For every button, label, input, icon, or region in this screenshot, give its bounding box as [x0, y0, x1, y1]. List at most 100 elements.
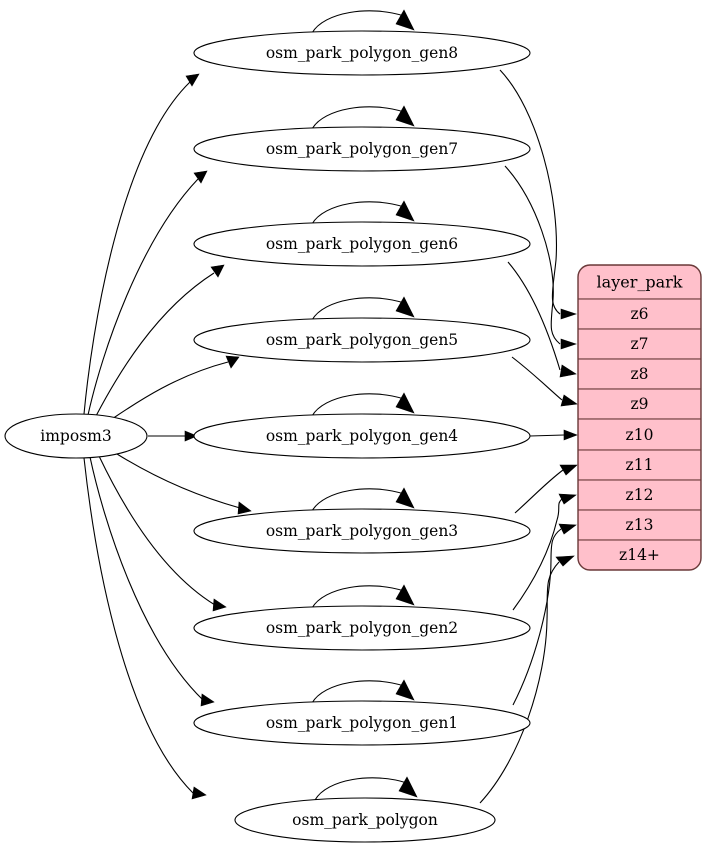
table-label-z7: z7: [630, 335, 648, 353]
self-loop-gen4: [311, 393, 405, 417]
edge-gen1-to-z13: [512, 528, 562, 706]
table-header-cell: [578, 265, 701, 300]
table-label-z11: z11: [626, 456, 654, 474]
gen3-label: osm_park_polygon_gen3: [266, 522, 458, 540]
arrowhead-self-loop-gen6: [395, 200, 415, 222]
self-loop-edges: [311, 9, 418, 801]
table-label-z9: z9: [630, 395, 648, 413]
edge-gen4-to-z10: [529, 434, 565, 437]
base-label: osm_park_polygon: [292, 811, 438, 829]
self-loop-gen2: [311, 585, 405, 609]
arrowhead-self-loop-gen8: [395, 9, 415, 31]
arrowhead-gen7-z7: [560, 338, 577, 350]
node-base[interactable]: osm_park_polygon: [234, 797, 496, 843]
imposm3-label: imposm3: [40, 427, 111, 445]
node-gen7[interactable]: osm_park_polygon_gen7: [193, 126, 531, 172]
self-loop-gen1: [311, 680, 405, 704]
gen8-ellipse[interactable]: [193, 30, 531, 76]
node-gen5[interactable]: osm_park_polygon_gen5: [193, 317, 531, 363]
table-row-z8[interactable]: [578, 358, 701, 390]
table-row-z7[interactable]: [578, 328, 701, 360]
gen5-label: osm_park_polygon_gen5: [266, 331, 458, 349]
table-row-z14plus[interactable]: [578, 539, 701, 570]
edge-gen7-to-z7: [504, 165, 561, 345]
arrowhead-gen2-z12: [558, 493, 577, 505]
node-gen3[interactable]: osm_park_polygon_gen3: [193, 508, 531, 554]
table-row-z11[interactable]: [578, 449, 701, 481]
node-gen1[interactable]: osm_park_polygon_gen1: [193, 700, 531, 746]
edge-base-to-z14plus: [479, 561, 560, 804]
edge-gen8-to-z6: [499, 69, 561, 315]
imposm3-ellipse[interactable]: [4, 413, 148, 459]
edge-imposm3-to-gen7: [87, 178, 199, 416]
gen1-label: osm_park_polygon_gen1: [266, 714, 458, 732]
edge-imposm3-to-gen1: [89, 456, 204, 701]
gen4-label: osm_park_polygon_gen4: [266, 427, 458, 445]
gen7-ellipse[interactable]: [193, 126, 531, 172]
arrowhead-imposm3-gen1: [200, 693, 215, 707]
arrowhead-gen6-z8: [559, 364, 577, 378]
table-label-z13: z13: [626, 516, 654, 534]
table-outline: [577, 264, 702, 571]
table-label-z10: z10: [626, 426, 654, 444]
self-loop-base: [314, 777, 408, 801]
self-loop-gen8: [311, 10, 405, 34]
node-gen4[interactable]: osm_park_polygon_gen4: [193, 413, 531, 459]
arrowhead-self-loop-gen3: [395, 487, 415, 509]
edge-imposm3-to-gen6: [95, 272, 215, 417]
source-node-imposm3[interactable]: imposm3: [4, 413, 148, 459]
arrowhead-gen8-z6: [560, 308, 577, 320]
edge-imposm3-to-base: [83, 457, 194, 794]
edge-gen3-to-z11: [514, 469, 564, 514]
gen2-ellipse[interactable]: [193, 605, 531, 651]
base-ellipse[interactable]: [234, 797, 496, 843]
table-label-z6: z6: [630, 305, 648, 323]
table-label-z14plus: z14+: [619, 546, 660, 564]
gen7-label: osm_park_polygon_gen7: [266, 140, 458, 158]
gen3-ellipse[interactable]: [193, 508, 531, 554]
gen6-ellipse[interactable]: [193, 221, 531, 267]
arrowhead-gen3-z11: [559, 464, 578, 476]
arrowhead-imposm3-gen5: [225, 355, 240, 369]
arrowhead-self-loop-base: [398, 776, 418, 798]
arrowhead-imposm3-gen2: [212, 598, 227, 612]
table-label-z12: z12: [626, 486, 654, 504]
edges-from-imposm3: [83, 73, 252, 800]
gen5-ellipse[interactable]: [193, 317, 531, 363]
arrowhead-imposm3-gen7: [193, 170, 208, 184]
gen2-label: osm_park_polygon_gen2: [266, 619, 458, 637]
gen1-ellipse[interactable]: [193, 700, 531, 746]
arrowhead-gen5-z9: [560, 394, 578, 407]
arrowhead-imposm3-gen8: [185, 73, 200, 87]
node-gen6[interactable]: osm_park_polygon_gen6: [193, 221, 531, 267]
table-row-z6[interactable]: [578, 298, 701, 330]
arrowhead-base-z14plus: [555, 555, 575, 567]
edge-imposm3-to-gen2: [98, 455, 216, 606]
arrowhead-imposm3-gen3: [237, 501, 252, 515]
edges-to-layer-table: [479, 69, 578, 804]
node-gen8[interactable]: osm_park_polygon_gen8: [193, 30, 531, 76]
edge-gen6-to-z8: [507, 261, 561, 371]
arrowhead-self-loop-gen2: [395, 584, 415, 606]
gen4-ellipse[interactable]: [193, 413, 531, 459]
arrowhead-self-loop-gen5: [395, 296, 415, 318]
table-row-z10[interactable]: [578, 418, 701, 451]
table-header-label: layer_park: [597, 273, 683, 292]
edge-imposm3-to-gen3: [116, 453, 241, 509]
arrowhead-imposm3-gen6: [210, 264, 225, 278]
node-gen2[interactable]: osm_park_polygon_gen2: [193, 605, 531, 651]
layer-park-table[interactable]: layer_park z6 z7 z8 z9 z10 z11 z12 z13 z…: [577, 264, 702, 571]
arrowhead-gen1-z13: [558, 523, 577, 535]
edge-gen2-to-z12: [512, 498, 563, 611]
arrowhead-imposm3-base: [191, 786, 207, 800]
arrowhead-gen4-z10: [563, 429, 578, 441]
arrowhead-self-loop-gen1: [395, 679, 415, 701]
edge-gen5-to-z9: [511, 356, 563, 401]
edge-imposm3-to-gen8: [83, 81, 191, 415]
self-loop-gen5: [311, 297, 405, 321]
self-loop-gen6: [311, 201, 405, 225]
gen8-label: osm_park_polygon_gen8: [266, 44, 458, 62]
table-label-z8: z8: [630, 365, 648, 383]
